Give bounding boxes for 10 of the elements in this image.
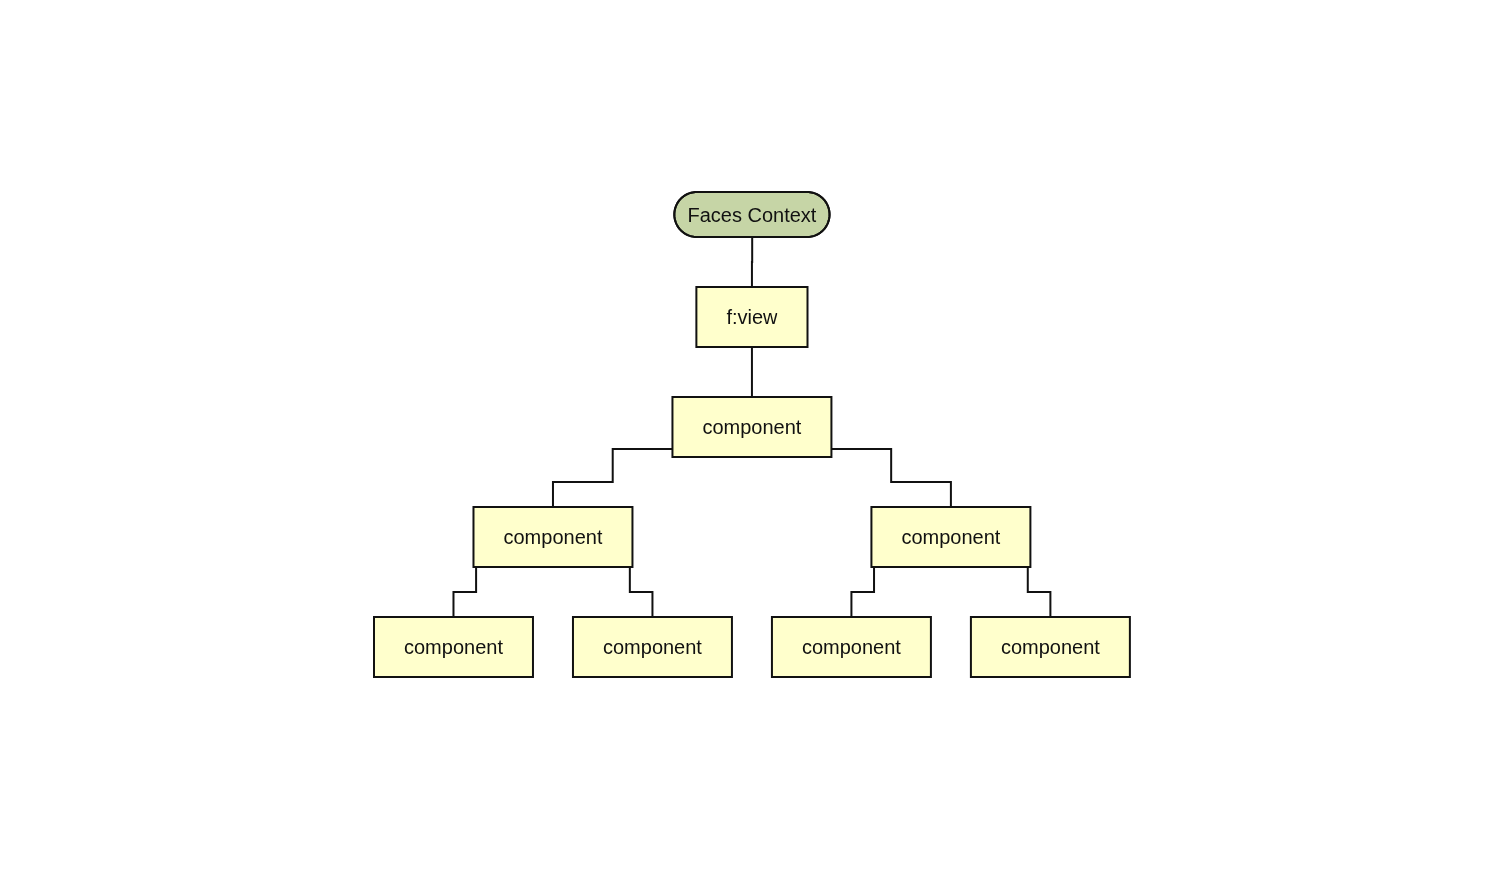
node-box: component bbox=[373, 616, 535, 678]
node-box: component bbox=[969, 616, 1131, 678]
node-box: f:view bbox=[695, 286, 809, 348]
node-box: component bbox=[870, 506, 1032, 568]
node-box: component bbox=[671, 396, 833, 458]
node-box: component bbox=[771, 616, 932, 678]
connector bbox=[751, 236, 754, 288]
connector bbox=[751, 346, 753, 398]
node-box: component bbox=[472, 506, 634, 568]
node-box: component bbox=[572, 616, 733, 678]
